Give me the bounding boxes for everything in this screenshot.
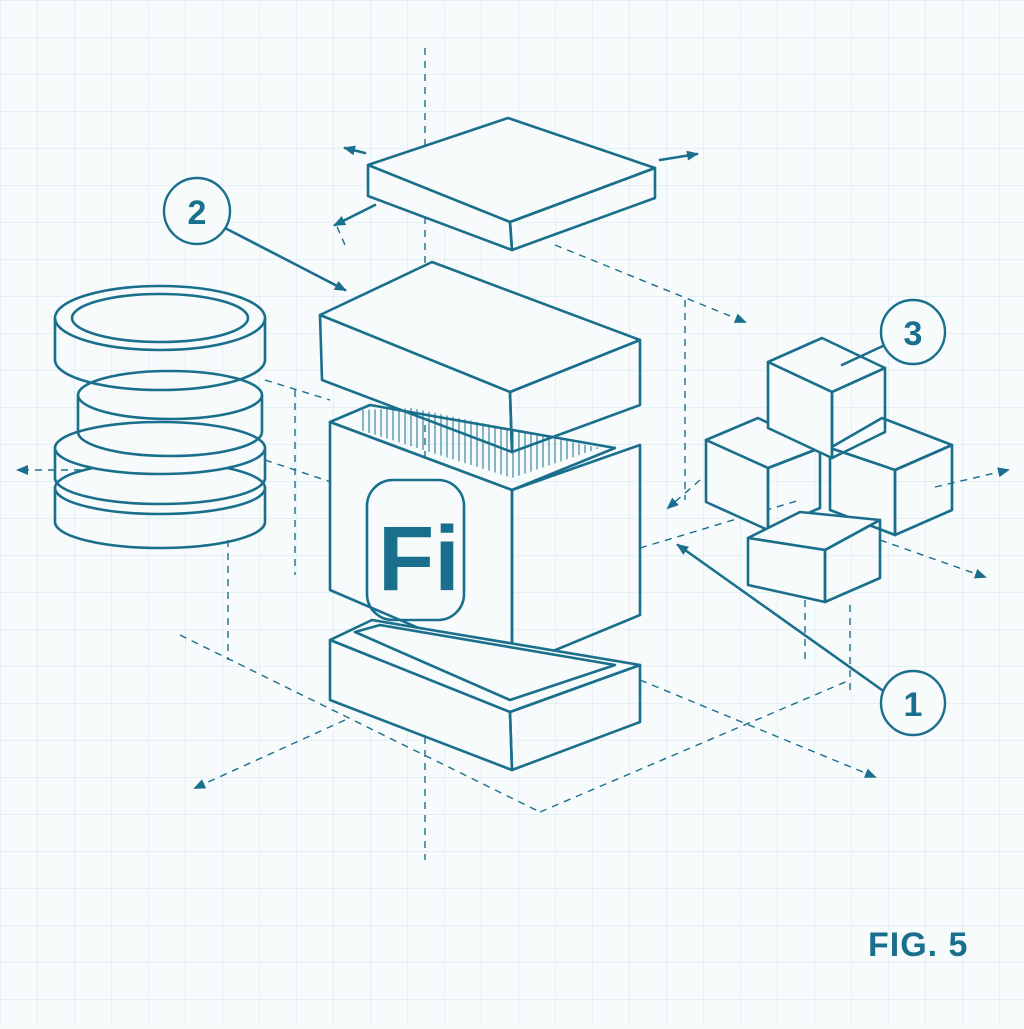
cube-right: [828, 416, 954, 537]
callout-1: 1: [879, 669, 947, 737]
disc-lower: [53, 420, 267, 506]
figure-label: FIG. 5: [868, 926, 968, 964]
callout-2-label: 2: [188, 194, 207, 232]
cube-bottom: [746, 510, 882, 604]
callout-1-label: 1: [904, 686, 923, 724]
top-plate: [333, 116, 699, 252]
cube-cluster: [704, 336, 954, 604]
callout-3-label: 3: [904, 315, 923, 353]
fi-logo-frame: [365, 478, 466, 622]
disc-top: [53, 284, 267, 392]
leader-lines: [223, 226, 887, 692]
callout-3: 3: [879, 298, 947, 366]
stacked-discs: [53, 284, 267, 550]
callout-2: 2: [162, 176, 232, 246]
disc-middle: [76, 369, 264, 458]
base-tray: [328, 618, 642, 772]
cube-top: [766, 336, 887, 460]
fi-logo-text: Fi: [378, 508, 460, 610]
